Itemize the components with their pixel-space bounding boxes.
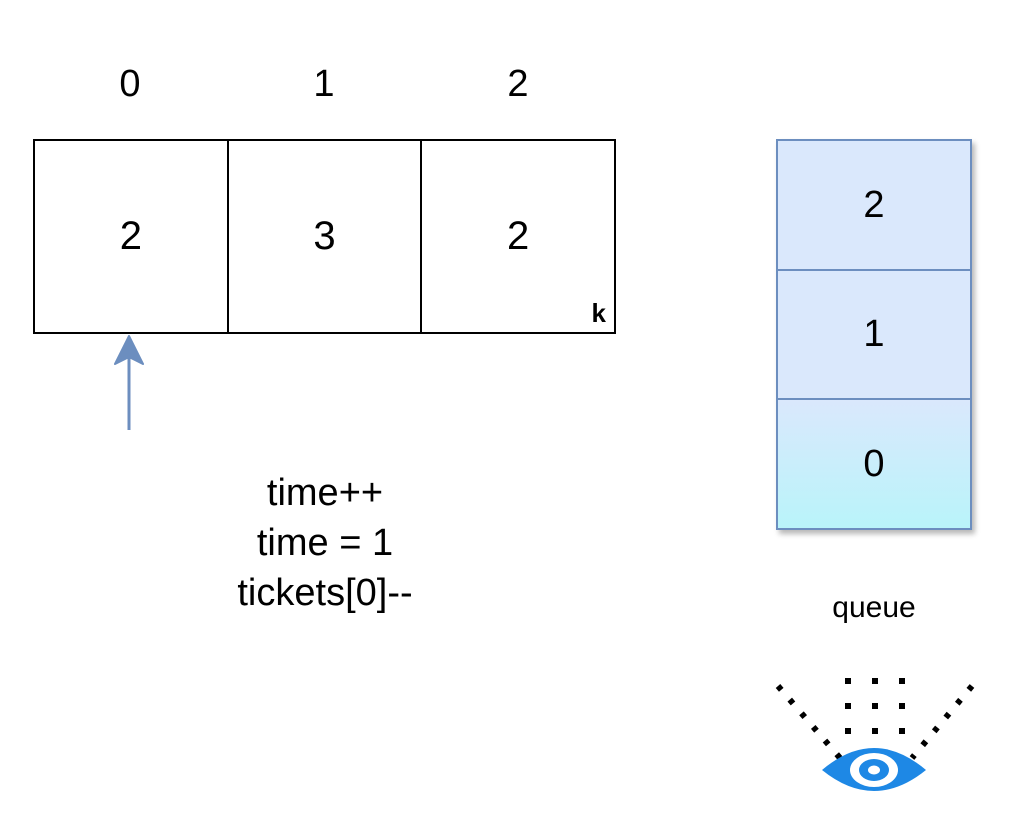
array-cell-1: 3 bbox=[226, 139, 423, 334]
operation-line: time = 1 bbox=[256, 522, 394, 564]
array-cell-0: 2 bbox=[33, 139, 229, 334]
queue-slot-top: 2 bbox=[776, 139, 972, 271]
index-label-1: 1 bbox=[313, 63, 335, 105]
array-cell-value: 2 bbox=[119, 214, 142, 258]
queue-slot-bottom: 0 bbox=[776, 398, 972, 530]
array-cell-2: 2 k bbox=[420, 139, 617, 334]
eye-icon bbox=[775, 678, 975, 791]
operation-line: tickets[0]-- bbox=[237, 572, 413, 614]
array-cell-value: 3 bbox=[313, 214, 336, 258]
operations-text: time++ time = 1 tickets[0]-- bbox=[170, 468, 480, 618]
queue-slot-value: 2 bbox=[863, 183, 885, 226]
queue-stack: 2 1 0 bbox=[776, 139, 972, 530]
array-cell-value: 2 bbox=[507, 214, 530, 258]
queue-slot-value: 1 bbox=[863, 313, 885, 355]
index-label-0: 0 bbox=[119, 63, 141, 105]
queue-slot-middle: 1 bbox=[776, 269, 972, 400]
k-marker: k bbox=[591, 298, 607, 328]
tickets-array: 2 3 2 k bbox=[33, 139, 617, 334]
queue-label: queue bbox=[832, 591, 916, 624]
index-label-2: 2 bbox=[507, 63, 529, 105]
up-arrow-icon bbox=[114, 335, 144, 430]
operation-line: time++ bbox=[266, 472, 384, 514]
queue-slot-value: 0 bbox=[863, 442, 885, 485]
